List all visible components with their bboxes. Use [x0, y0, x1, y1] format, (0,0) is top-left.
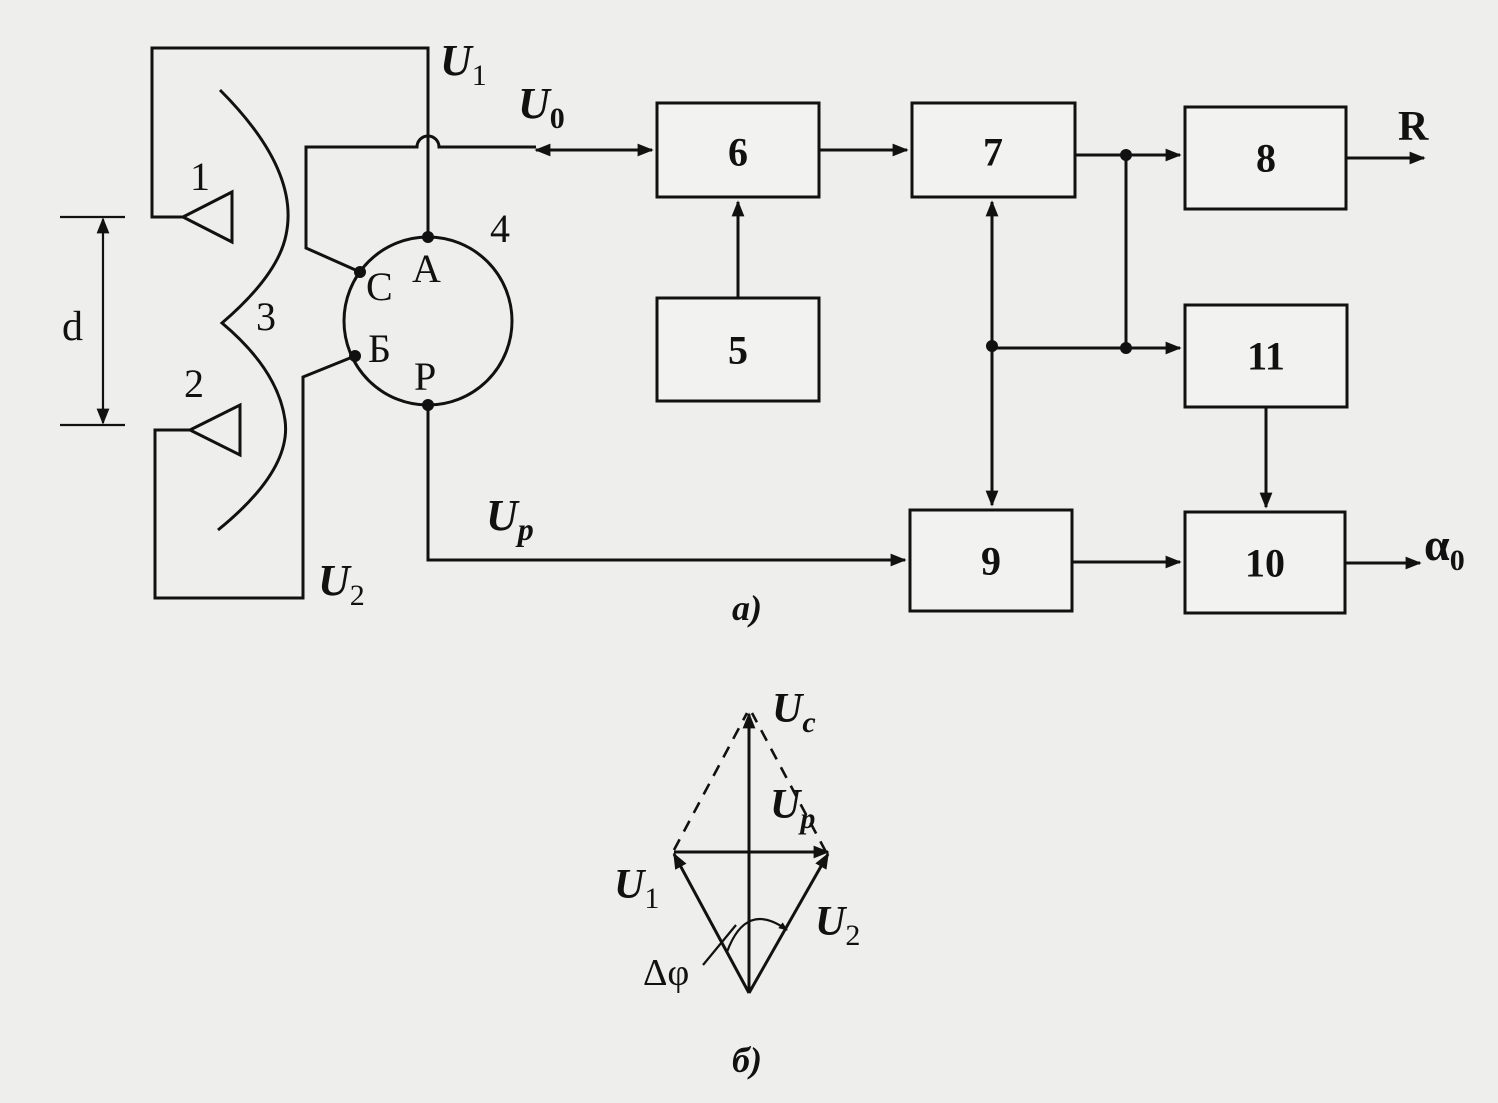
port-p-dot [422, 399, 434, 411]
antenna-2 [186, 402, 242, 458]
lens-3 [217, 88, 290, 532]
label-antenna-2: 2 [184, 361, 204, 406]
block-6: 6 [655, 101, 821, 199]
label-u1: U1 [440, 36, 487, 92]
phase-arc [725, 918, 788, 953]
block-7: 7 [910, 101, 1077, 199]
wire-u0 [304, 134, 536, 274]
caption-b: б) [732, 1040, 762, 1080]
label-output-alpha: α0 [1424, 519, 1465, 577]
port-c-dot [354, 266, 366, 278]
label-distance-d: d [62, 304, 83, 350]
block-5-label: 5 [728, 328, 748, 373]
port-a-dot [422, 231, 434, 243]
label-uc: Uc [772, 686, 816, 739]
antenna-system [60, 46, 907, 600]
label-port-p: Р [414, 354, 436, 399]
label-up-vector: Uр [770, 782, 815, 835]
junction-bus [986, 340, 998, 352]
block-10-label: 10 [1245, 541, 1285, 586]
block-10: 10 [1183, 510, 1347, 615]
dashed-left [672, 712, 749, 851]
label-port-a: А [412, 246, 441, 291]
label-lens-3: 3 [256, 294, 276, 339]
block-6-label: 6 [728, 130, 748, 175]
label-antenna-1: 1 [190, 154, 210, 199]
block-11: 11 [1183, 303, 1349, 409]
block-5: 5 [655, 296, 821, 403]
wire-up [426, 405, 907, 567]
label-phase: Δφ [643, 952, 689, 994]
label-output-r: R [1398, 104, 1429, 150]
block-11-label: 11 [1247, 334, 1285, 379]
block-8-label: 8 [1256, 136, 1276, 181]
caption-a: а) [732, 588, 762, 628]
label-u2-vector: U2 [815, 899, 860, 952]
vector-diagram [672, 712, 830, 994]
block-8: 8 [1183, 105, 1348, 211]
label-port-c: С [366, 264, 393, 309]
label-u2: U2 [318, 556, 365, 612]
block-9-label: 9 [981, 539, 1001, 584]
block-connections [534, 143, 1426, 570]
antenna-1 [179, 189, 234, 245]
wire-u1 [150, 46, 430, 237]
label-port-b: Б [368, 326, 391, 371]
label-bridge-4: 4 [490, 206, 510, 251]
dashed-right [750, 712, 828, 853]
block-7-label: 7 [983, 130, 1003, 175]
port-b-dot [349, 350, 361, 362]
label-u1-vector: U1 [614, 862, 659, 915]
phase-leader [702, 924, 737, 966]
junction-top [1120, 149, 1132, 161]
vector-u1 [672, 852, 751, 994]
label-u0: U0 [518, 79, 565, 135]
vector-u2 [747, 852, 830, 994]
label-up: Uр [486, 491, 534, 547]
wire-u2 [153, 354, 356, 600]
block-9: 9 [908, 508, 1074, 613]
